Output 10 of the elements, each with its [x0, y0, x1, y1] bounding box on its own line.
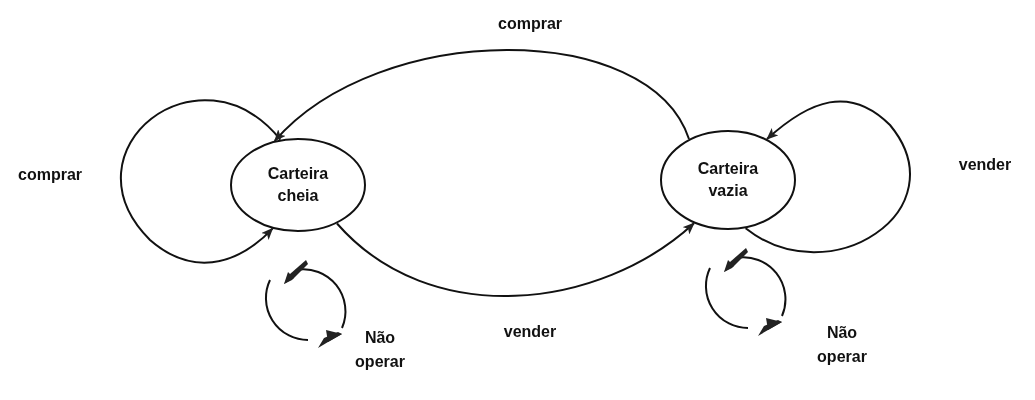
transition-arrow	[120, 99, 282, 264]
state-label: Carteira cheia	[266, 164, 330, 206]
state-ellipse	[660, 130, 796, 230]
transition-arrow	[744, 100, 911, 254]
state-ellipse	[230, 138, 366, 232]
transition-arrow	[336, 222, 695, 297]
loop-label: Não operar	[354, 328, 406, 372]
state-label: Carteira vazia	[696, 159, 760, 201]
loop-label: Não operar	[816, 323, 868, 367]
transition-arrow	[273, 49, 690, 142]
